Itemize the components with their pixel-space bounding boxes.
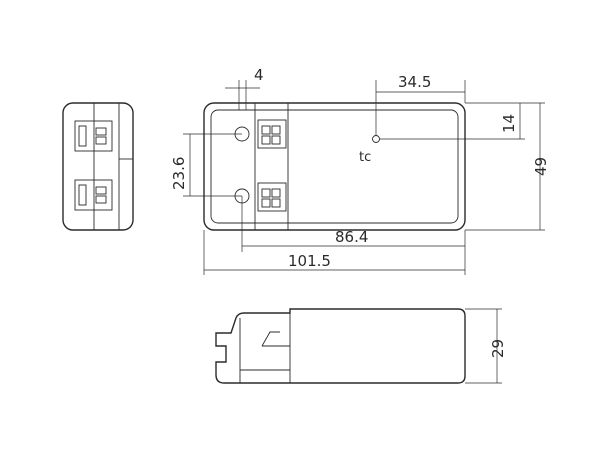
terminal-screw (261, 135, 271, 145)
top-view-body (203, 102, 466, 231)
dim-tc-offset-y: 14 (500, 114, 518, 133)
end-view-terminal-lower (74, 179, 113, 211)
terminal-clip (95, 136, 107, 145)
terminal-block-housing (257, 119, 287, 149)
terminal-block-upper (257, 119, 287, 149)
terminal-screw (261, 188, 271, 198)
dim-length-inner: 86.4 (335, 228, 368, 246)
terminal-screw (271, 188, 281, 198)
terminal-slot (78, 125, 87, 147)
tc-point-label: tc (359, 150, 371, 165)
tc-point-marker (372, 135, 380, 143)
side-view (215, 308, 466, 384)
dim-terminal-pitch: 23.6 (170, 157, 188, 190)
terminal-slot (78, 184, 87, 206)
side-view-body (215, 308, 466, 384)
end-view-body (62, 102, 134, 231)
top-view-inner-outline (210, 109, 459, 224)
terminal-screw (271, 125, 281, 135)
terminal-housing (74, 179, 113, 211)
dim-height-side: 29 (489, 339, 507, 358)
top-view-dimensions: 4 34.5 14 49 23.6 86.4 101.5 (170, 66, 550, 275)
side-view-dimensions: 29 (465, 308, 507, 384)
dim-terminal-offset: 4 (254, 66, 264, 84)
end-view (62, 102, 134, 231)
terminal-clip (95, 127, 107, 136)
dim-tc-offset-x: 34.5 (398, 73, 431, 91)
terminal-block-lower (257, 182, 287, 212)
dim-height-top: 49 (532, 157, 550, 176)
terminal-screw (261, 125, 271, 135)
terminal-clip (95, 195, 107, 204)
terminal-screw (261, 198, 271, 208)
side-view-clip (261, 331, 280, 347)
terminal-block-housing (257, 182, 287, 212)
terminal-housing (74, 120, 113, 152)
terminal-clip (95, 186, 107, 195)
end-view-terminal-upper (74, 120, 113, 152)
terminal-screw (271, 135, 281, 145)
terminal-screw (271, 198, 281, 208)
top-view: tc (203, 102, 466, 231)
dim-length-total: 101.5 (288, 252, 331, 270)
